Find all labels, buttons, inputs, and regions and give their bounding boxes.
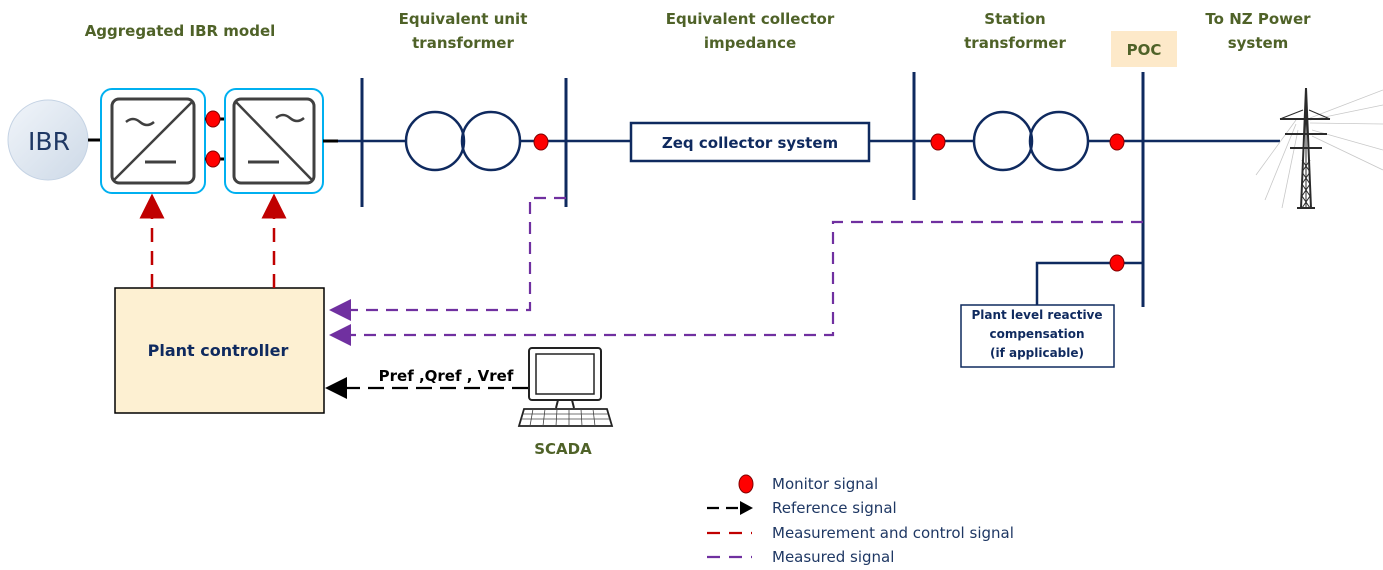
converter-2 — [224, 88, 324, 194]
reference-values-label: Pref ,Qref , Vref — [379, 367, 514, 385]
header-station-transformer-line2: transformer — [964, 34, 1066, 52]
header-ibr-model: Aggregated IBR model — [85, 22, 276, 40]
header-unit-transformer-line1: Equivalent unit — [399, 10, 528, 28]
reactive-comp-line1: Plant level reactive — [971, 308, 1102, 322]
scada-label: SCADA — [534, 440, 592, 458]
poc-label-background — [1111, 31, 1177, 67]
legend-label-measurement: Measurement and control signal — [772, 524, 1014, 542]
ibr-label: IBR — [28, 127, 70, 156]
legend-item-measurement: Measurement and control signal — [707, 524, 1014, 542]
legend-item-measured: Measured signal — [707, 548, 894, 566]
header-power-system-line1: To NZ Power — [1205, 10, 1311, 28]
converter-icon — [110, 97, 196, 185]
monitor-point-unit-transformer — [533, 133, 549, 151]
dc-link — [205, 110, 225, 168]
plant-controller-box — [114, 287, 325, 414]
monitor-point-poc — [1109, 133, 1125, 151]
header-collector-line1: Equivalent collector — [666, 10, 835, 28]
converter-1 — [100, 88, 206, 194]
header-unit-transformer-line2: transformer — [412, 34, 514, 52]
poc-label: POC — [1111, 31, 1177, 67]
legend-symbol-monitor — [738, 474, 754, 494]
reactive-compensation: Plant level reactive compensation (if ap… — [960, 254, 1143, 368]
transformer-icon — [404, 110, 522, 172]
monitor-point-dc-upper — [205, 110, 221, 128]
monitor-point-station-lv — [930, 133, 946, 151]
transformer-icon — [972, 110, 1090, 172]
header-power-system-line2: system — [1228, 34, 1289, 52]
zeq-collector-box: Zeq collector system — [629, 121, 871, 163]
legend-label-measured: Measured signal — [772, 548, 894, 566]
monitor-point-reactive — [1109, 254, 1125, 272]
zeq-collector-label: Zeq collector system — [662, 134, 838, 152]
measured-signal-unit — [329, 196, 566, 321]
reactive-comp-line3: (if applicable) — [990, 346, 1084, 360]
legend-label-monitor: Monitor signal — [772, 475, 878, 493]
converter-icon — [232, 97, 316, 185]
poc-label-text: POC — [1127, 41, 1162, 59]
measured-signal-poc — [329, 220, 1143, 346]
header-station-transformer-line1: Station — [984, 10, 1045, 28]
computer-icon — [517, 347, 614, 427]
plant-controller: Plant controller — [114, 287, 325, 414]
legend-item-monitor: Monitor signal — [738, 474, 878, 494]
legend-label-reference: Reference signal — [772, 499, 897, 517]
header-collector-line2: impedance — [704, 34, 796, 52]
legend-item-reference: Reference signal — [707, 499, 897, 517]
ibr-source: IBR — [7, 99, 101, 181]
legend: Monitor signal Reference signal Measurem… — [707, 474, 1014, 566]
monitor-point-dc-lower — [205, 150, 221, 168]
reactive-compensation-box — [960, 304, 1115, 368]
pylon-icon — [1255, 87, 1383, 209]
reactive-comp-line2: compensation — [989, 327, 1084, 341]
plant-controller-label: Plant controller — [148, 341, 289, 360]
